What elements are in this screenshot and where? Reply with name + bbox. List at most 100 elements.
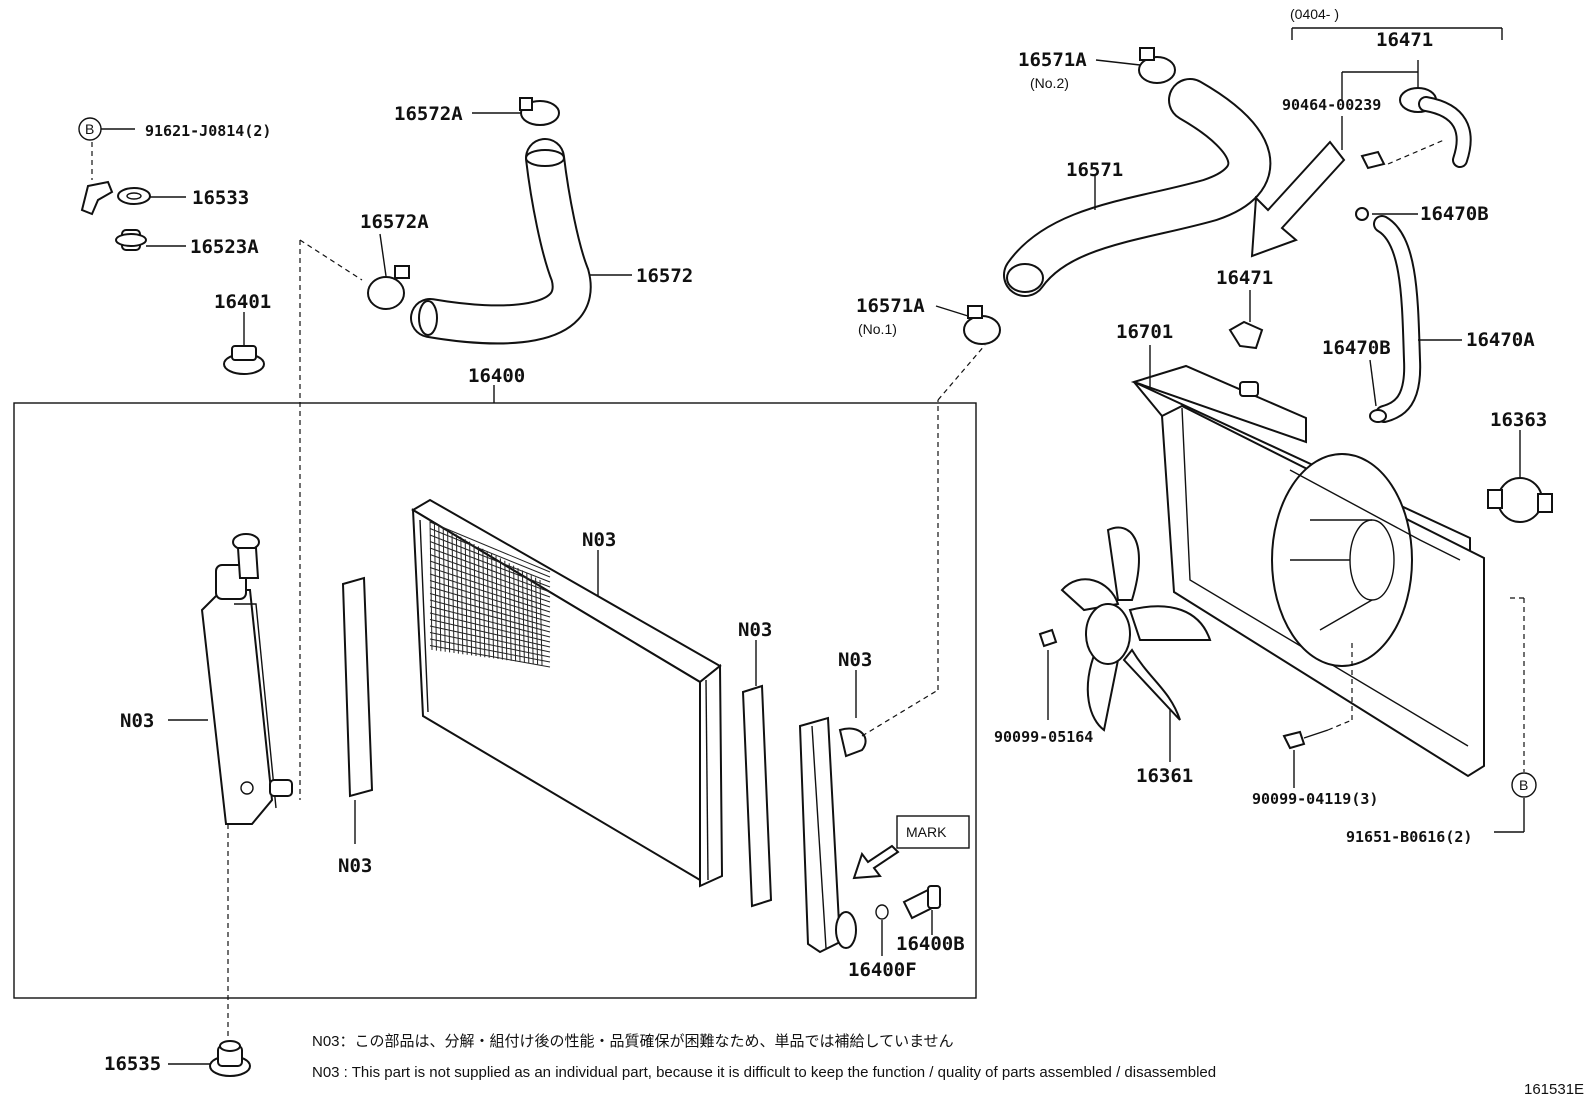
label-16533: 16533 bbox=[192, 187, 249, 209]
right-seal-icon bbox=[741, 684, 773, 908]
core-fin-line bbox=[429, 638, 551, 663]
core-fin-line bbox=[429, 534, 551, 583]
core-fin-line bbox=[460, 536, 464, 655]
core-fin-line bbox=[429, 528, 551, 578]
core-fin-line bbox=[521, 570, 525, 663]
mark-box bbox=[896, 815, 970, 849]
label-16571A-bottom: 16571A bbox=[856, 295, 925, 317]
grommet-16523A-icon bbox=[115, 229, 147, 251]
core-fin-line bbox=[429, 593, 551, 628]
clip-16470B-mid-icon bbox=[1369, 409, 1387, 423]
core-fin-line bbox=[504, 560, 508, 661]
clip-16470B-top-icon bbox=[1355, 207, 1369, 221]
core-fin-line bbox=[429, 554, 551, 598]
core-fin-line bbox=[429, 521, 551, 573]
label-n03-tank-right: N03 bbox=[838, 649, 872, 671]
label-mark: MARK bbox=[906, 824, 947, 840]
fan-16361-icon bbox=[1060, 526, 1212, 732]
core-fin-line bbox=[429, 573, 551, 613]
core-fin-line bbox=[451, 531, 455, 654]
core-fin-line bbox=[438, 524, 442, 652]
core-fin-line bbox=[429, 560, 551, 603]
core-fin-line bbox=[517, 567, 521, 663]
label-16400B: 16400B bbox=[896, 933, 965, 955]
label-range: (0404- ) bbox=[1290, 6, 1339, 22]
label-16471-top: 16471 bbox=[1376, 29, 1433, 51]
label-n03-tank-left: N03 bbox=[120, 710, 154, 732]
label-91651: 91651-B0616(2) bbox=[1346, 828, 1472, 846]
label-16572: 16572 bbox=[636, 265, 693, 287]
core-fin-line bbox=[464, 539, 468, 655]
grommet-16535-icon bbox=[209, 1040, 251, 1077]
core-fin-line bbox=[429, 541, 551, 588]
core-fin-line bbox=[526, 572, 530, 664]
upper-hose-16572-icon bbox=[410, 138, 592, 345]
core-fin-line bbox=[429, 645, 551, 668]
radiator-cap-16401-icon bbox=[223, 345, 265, 375]
mark-arrow-icon bbox=[852, 844, 900, 880]
reserve-cap-16471-icon bbox=[1399, 87, 1472, 168]
label-16572A-top: 16572A bbox=[394, 103, 463, 125]
drain-plug-16400B-icon bbox=[902, 885, 942, 920]
label-no1: (No.1) bbox=[858, 321, 897, 337]
label-bolt-b-right: B bbox=[1519, 777, 1528, 793]
o-ring-16400F-icon bbox=[875, 904, 889, 920]
core-fin-line bbox=[508, 563, 512, 661]
label-16400: 16400 bbox=[468, 365, 525, 387]
bolt-90099-04119-icon bbox=[1282, 729, 1329, 750]
clamp-16571A-bottom-icon bbox=[963, 305, 1001, 345]
figure-id: 161531E bbox=[1524, 1081, 1584, 1098]
core-fin-line bbox=[447, 529, 451, 653]
note-jp: N03：この部品は、分解・組付け後の性能・品質確保が困難なため、単品では補給して… bbox=[312, 1032, 954, 1050]
fan-shroud-16701-icon bbox=[1130, 364, 1485, 778]
label-n03-seal-left: N03 bbox=[338, 855, 372, 877]
label-91621: 91621-J0814(2) bbox=[145, 122, 271, 140]
label-16401: 16401 bbox=[214, 291, 271, 313]
left-seal-icon bbox=[341, 576, 374, 798]
right-tank-icon bbox=[798, 716, 867, 954]
label-16701: 16701 bbox=[1116, 321, 1173, 343]
core-fin-line bbox=[429, 606, 551, 638]
core-fin-line bbox=[429, 625, 551, 653]
label-no2: (No.2) bbox=[1030, 75, 1069, 91]
bracket-16471-mid-icon bbox=[1228, 320, 1264, 350]
label-n03-seal-right: N03 bbox=[738, 619, 772, 641]
fan-motor-16363-icon bbox=[1487, 477, 1553, 523]
note-en: N03 : This part is not supplied as an in… bbox=[312, 1064, 1216, 1081]
clip-90464-icon bbox=[1360, 150, 1386, 170]
label-16361: 16361 bbox=[1136, 765, 1193, 787]
nut-90099-05164-icon bbox=[1038, 628, 1058, 648]
clamp-16571A-top-icon bbox=[1138, 47, 1176, 84]
label-16571A-top: 16571A bbox=[1018, 49, 1087, 71]
core-fin-line bbox=[513, 565, 517, 662]
direction-arrow-icon bbox=[1250, 140, 1346, 258]
core-fin-line bbox=[429, 567, 551, 608]
bracket-16533-icon bbox=[80, 180, 151, 216]
overflow-hose-16470A-icon bbox=[1373, 215, 1422, 423]
clamp-16572A-top-icon bbox=[519, 97, 560, 126]
core-fin-line bbox=[429, 619, 551, 648]
core-fin-line bbox=[429, 586, 551, 623]
label-16523A: 16523A bbox=[190, 236, 259, 258]
left-tank-icon bbox=[200, 533, 293, 825]
label-16363: 16363 bbox=[1490, 409, 1547, 431]
label-n03-core: N03 bbox=[582, 529, 616, 551]
core-fin-line bbox=[429, 632, 551, 658]
label-16470A: 16470A bbox=[1466, 329, 1535, 351]
radiator-core-icon bbox=[411, 498, 724, 888]
core-fin-line bbox=[455, 534, 459, 654]
core-fin-line bbox=[495, 555, 499, 660]
label-16471-mid: 16471 bbox=[1216, 267, 1273, 289]
clamp-16572A-mid-icon bbox=[367, 265, 410, 310]
label-16535: 16535 bbox=[104, 1053, 161, 1075]
lower-hose-16571-icon bbox=[1003, 78, 1272, 297]
label-16470B-mid: 16470B bbox=[1322, 337, 1391, 359]
radiator-assembly-frame bbox=[13, 402, 977, 999]
core-fin-line bbox=[429, 599, 551, 633]
core-fin-line bbox=[539, 579, 543, 666]
label-90099-05164: 90099-05164 bbox=[994, 728, 1093, 746]
label-bolt-b-left: B bbox=[85, 121, 94, 137]
label-90099-04119: 90099-04119(3) bbox=[1252, 790, 1378, 808]
core-fin-line bbox=[429, 547, 551, 593]
